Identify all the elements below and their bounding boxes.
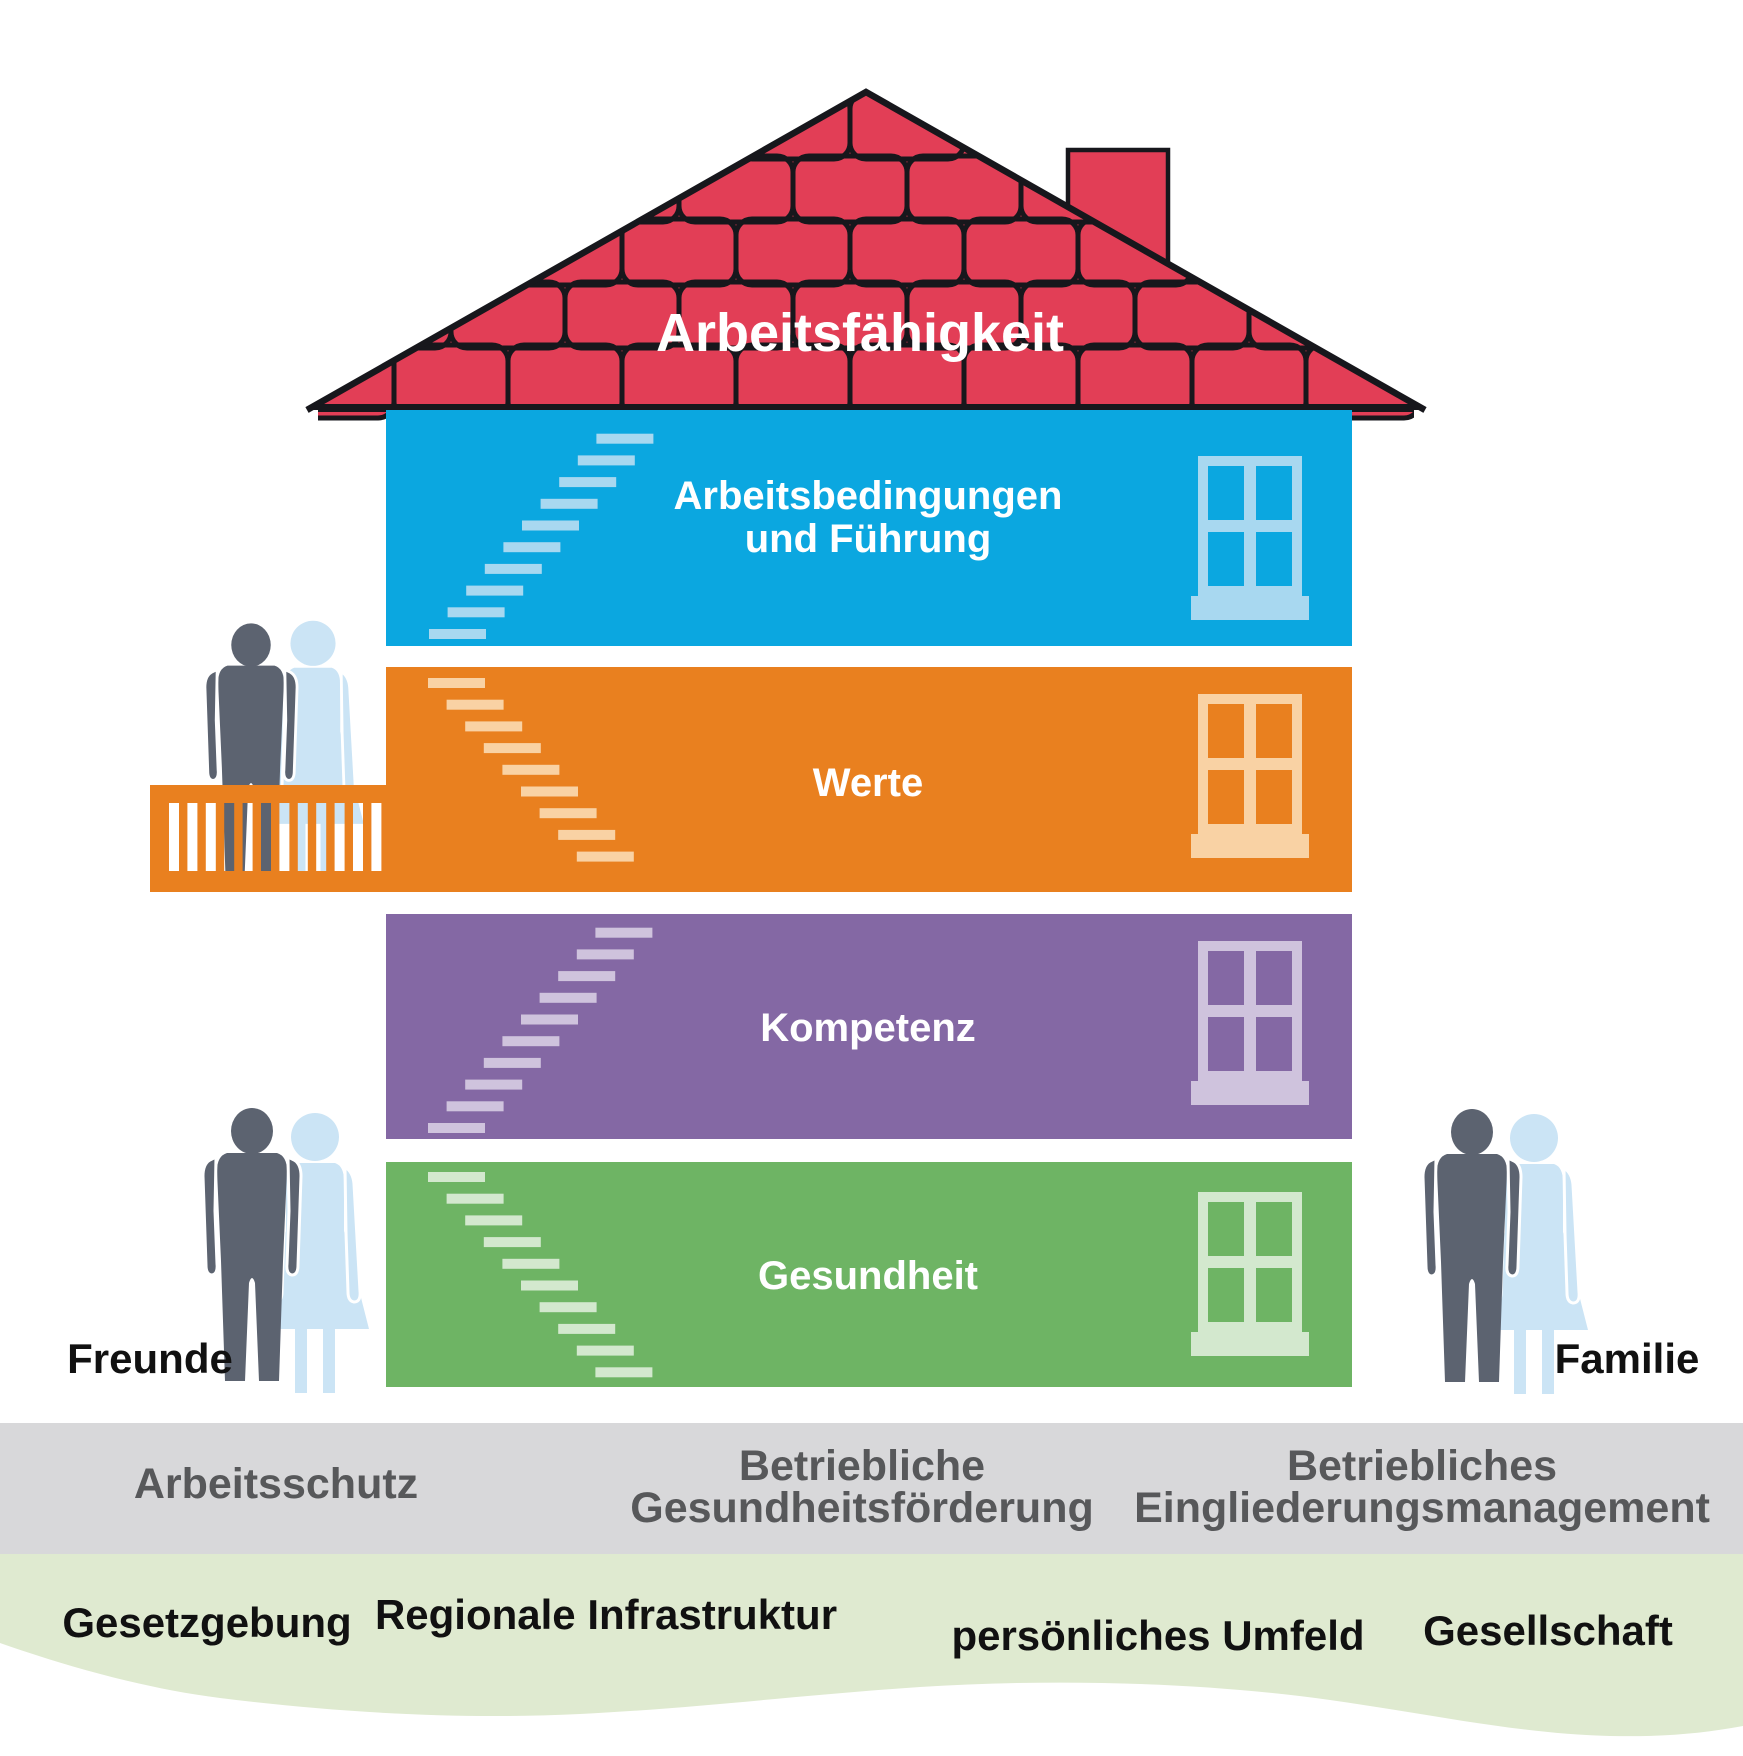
stair-step xyxy=(483,1057,541,1068)
stair-step xyxy=(522,520,579,531)
stair-step xyxy=(446,1193,504,1204)
gray-band-rect xyxy=(0,1423,1743,1554)
shingle xyxy=(1189,216,1309,288)
stair-step xyxy=(558,971,616,982)
green-band-shape xyxy=(0,1554,1743,1737)
floor-werte: Werte xyxy=(386,667,1352,892)
stair-step xyxy=(465,1079,523,1090)
band-item-regionale-infrastruktur: Regionale Infrastruktur xyxy=(375,1591,837,1638)
balcony-couple xyxy=(203,619,366,886)
stair-step xyxy=(428,1172,485,1182)
stair-step xyxy=(502,764,560,775)
band-item-betriebliche-gesundheitsfoerderung: Betriebliche xyxy=(739,1442,985,1490)
stair-step xyxy=(483,743,541,754)
floor-label: Arbeitsbedingungen xyxy=(674,474,1063,518)
man-icon xyxy=(1421,1107,1523,1384)
friends-label: Freunde xyxy=(67,1335,233,1382)
roof-label: Arbeitsfähigkeit xyxy=(656,303,1064,363)
stair-step xyxy=(428,1123,485,1133)
band-item-betriebliche-gesundheitsfoerderung: Gesundheitsförderung xyxy=(630,1484,1093,1532)
floor-label: Werte xyxy=(813,761,923,805)
stair-step xyxy=(540,498,598,509)
band-item-arbeitsschutz: Arbeitsschutz xyxy=(134,1460,418,1508)
stair-step xyxy=(521,786,578,797)
stair-step xyxy=(447,607,505,618)
band-item-betriebliches-eingliederungsmanagement: Betriebliches xyxy=(1287,1442,1557,1490)
stair-step xyxy=(577,455,635,466)
stair-step xyxy=(466,585,524,596)
stair-step xyxy=(465,1215,523,1226)
stair-step xyxy=(558,829,616,840)
stair-step xyxy=(446,1101,504,1112)
floor-kompetenz: Kompetenz xyxy=(386,914,1352,1139)
floor-label: Gesundheit xyxy=(758,1254,978,1298)
stair-step xyxy=(558,1323,616,1334)
stair-step xyxy=(595,1367,653,1378)
stair-step xyxy=(429,629,486,639)
stair-step xyxy=(596,433,654,444)
stair-step xyxy=(428,678,485,688)
stair-step xyxy=(521,1280,578,1291)
stair-step xyxy=(484,563,542,574)
stair-step xyxy=(539,992,597,1003)
floor-label: Kompetenz xyxy=(760,1006,976,1050)
shingle xyxy=(391,216,511,288)
stair-step xyxy=(576,1345,634,1356)
band-item-gesetzgebung: Gesetzgebung xyxy=(62,1599,351,1646)
shingle xyxy=(166,345,280,418)
stair-step xyxy=(576,851,634,862)
balcony-railing xyxy=(150,785,386,892)
band-item-betriebliches-eingliederungsmanagement: Eingliederungsmanagement xyxy=(1134,1484,1710,1532)
stair-step xyxy=(521,1014,578,1025)
shingle xyxy=(307,279,340,351)
band-item-persoenliches-umfeld: persönliches Umfeld xyxy=(951,1612,1364,1659)
stair-step xyxy=(595,927,653,938)
stair-step xyxy=(502,1258,560,1269)
floor-arbeitsbedingungen-und-fuehrung: Arbeitsbedingungen und Führung xyxy=(386,410,1352,646)
stair-step xyxy=(483,1237,541,1248)
stair-step xyxy=(559,477,617,488)
band-item-gesellschaft: Gesellschaft xyxy=(1423,1607,1673,1654)
stair-step xyxy=(446,699,504,710)
shingle xyxy=(1360,279,1425,351)
stair-step xyxy=(502,1036,560,1047)
stair-step xyxy=(503,542,561,553)
roof-body xyxy=(307,92,1425,410)
gray-band: Arbeitsschutz Betriebliche Gesundheitsfö… xyxy=(0,1423,1743,1554)
floor-gesundheit: Gesundheit xyxy=(386,1162,1352,1387)
stair-step xyxy=(539,808,597,819)
roof-outline xyxy=(305,88,1427,413)
stair-step xyxy=(576,949,634,960)
stair-step xyxy=(539,1302,597,1313)
family-label: Familie xyxy=(1555,1335,1700,1382)
friends-couple: Freunde xyxy=(67,1106,371,1395)
family-couple: Familie xyxy=(1421,1107,1700,1396)
roof: Arbeitsfähigkeit xyxy=(166,88,1427,421)
floor-label: und Führung xyxy=(745,517,992,561)
stair-step xyxy=(465,721,523,732)
green-band: Gesetzgebung Regionale Infrastruktur per… xyxy=(0,1554,1743,1737)
